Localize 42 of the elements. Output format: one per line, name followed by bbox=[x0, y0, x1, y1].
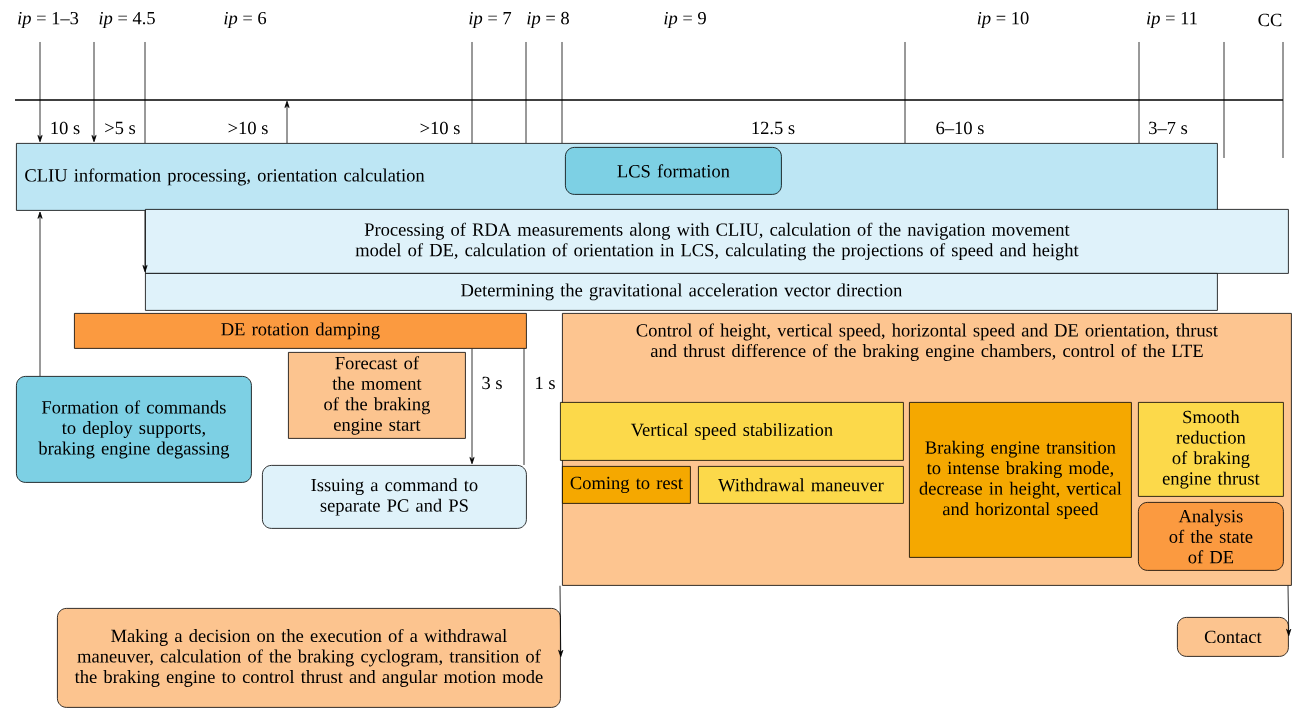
rounded-box: Making a decision on the execution of a withdrawal maneuver, calculation of the braking cyclogram, transition of the braking engine to control thrust and angular motion mode bbox=[57, 608, 561, 708]
duration-label: 6–10 s bbox=[936, 121, 984, 135]
rounded-box: LCS formation bbox=[565, 147, 782, 195]
timeline-label: ip = 8 bbox=[527, 11, 569, 29]
timeline-label: ip = 11 bbox=[1147, 11, 1197, 29]
process-box: DE rotation damping bbox=[74, 313, 527, 349]
rounded-box: Issuing a command to separate PC and PS bbox=[262, 465, 527, 529]
timeline-label: ip = 10 bbox=[977, 11, 1029, 29]
process-box: Smooth reduction of braking engine thrust bbox=[1138, 402, 1284, 497]
process-box: Braking engine transition to intense braking mode, decrease in height, vertical and horizontal speed bbox=[909, 402, 1132, 558]
arrow bbox=[1286, 585, 1292, 637]
arrow bbox=[558, 585, 564, 658]
timeline-label: ip = 9 bbox=[664, 11, 706, 29]
arrow bbox=[91, 41, 97, 143]
timeline-label: ip = 7 bbox=[469, 11, 512, 29]
duration-label: >10 s bbox=[420, 121, 460, 135]
duration-label: >5 s bbox=[105, 121, 136, 135]
connector-line bbox=[523, 348, 525, 466]
arrow bbox=[469, 348, 475, 465]
rounded-box: Analysis of the state of DE bbox=[1138, 502, 1284, 571]
edge-label: 1 s bbox=[533, 375, 557, 391]
process-box: Withdrawal maneuver bbox=[698, 466, 904, 504]
timeline-label: CC bbox=[1258, 13, 1282, 27]
process-box: Forecast of the moment of the braking engine start bbox=[288, 352, 466, 439]
timeline-label: ip = 6 bbox=[224, 11, 267, 29]
timeline-label: ip = 1–3 bbox=[18, 11, 79, 29]
duration-label: >10 s bbox=[228, 121, 268, 135]
process-box: Processing of RDA measurements along with CLIU, calculation of the navigation movement model of DE, calculation of orientation in LCS, calculating the projections of speed and height bbox=[145, 209, 1289, 274]
arrow bbox=[142, 210, 148, 273]
timeline-label: ip = 4.5 bbox=[99, 11, 155, 29]
duration-label: 10 s bbox=[51, 121, 80, 135]
rounded-box: Contact bbox=[1177, 617, 1289, 657]
rounded-box: Formation of commands to deploy supports, braking engine degassing bbox=[16, 376, 252, 483]
duration-label: 12.5 s bbox=[752, 121, 795, 135]
process-box: Determining the gravitational acceleration vector direction bbox=[145, 273, 1218, 311]
arrow bbox=[37, 41, 43, 143]
duration-label: 3–7 s bbox=[1149, 121, 1188, 135]
process-box: Coming to rest bbox=[562, 466, 691, 504]
arrow bbox=[37, 211, 43, 377]
process-box: Vertical speed stabilization bbox=[560, 402, 904, 461]
arrow bbox=[284, 100, 290, 144]
edge-label: 3 s bbox=[480, 375, 504, 391]
